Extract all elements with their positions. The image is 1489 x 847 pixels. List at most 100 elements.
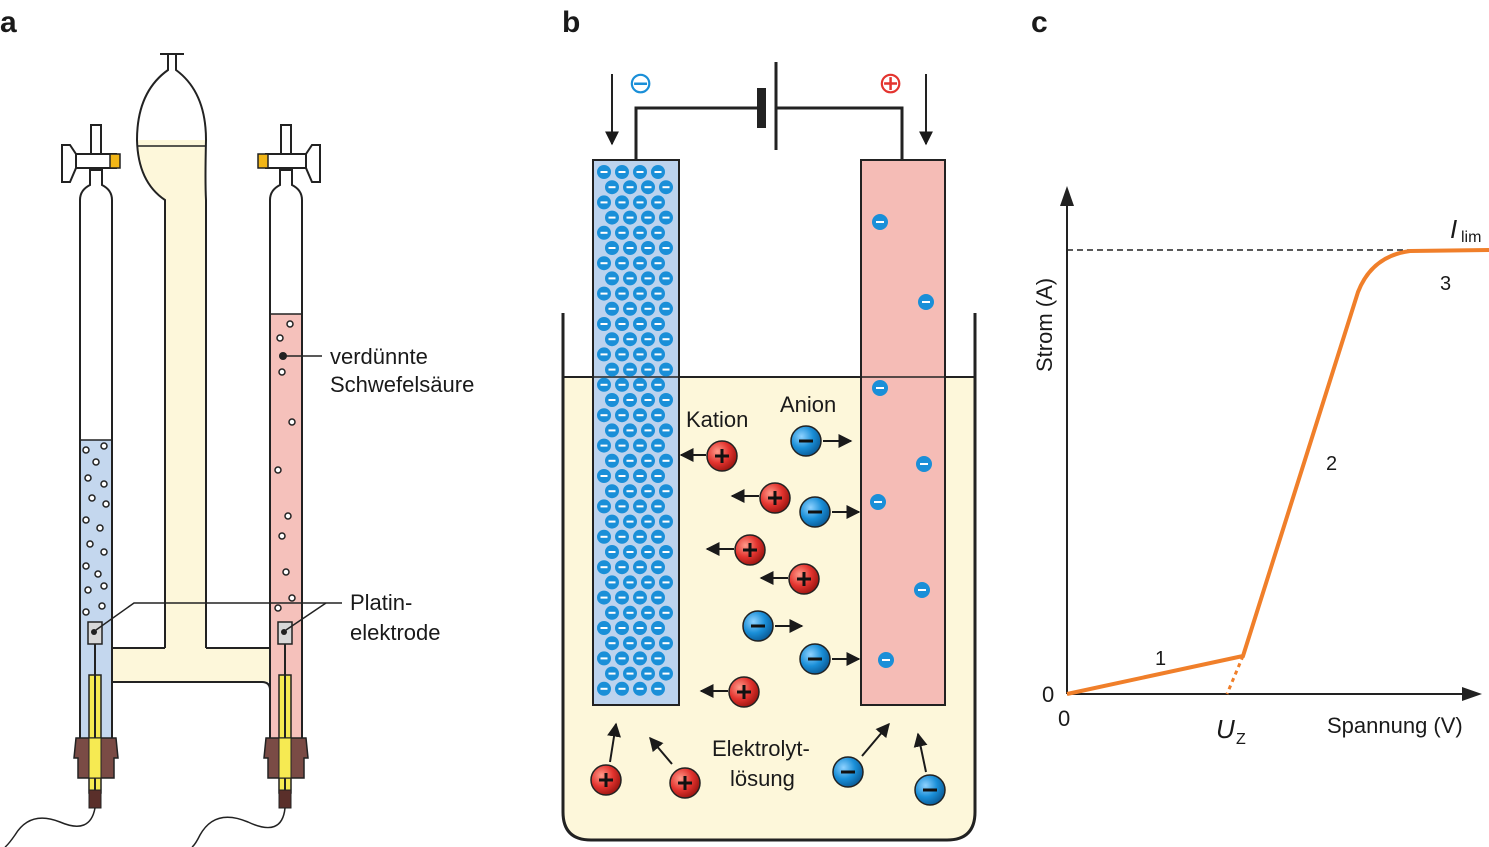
electron-icon (641, 393, 655, 407)
electron-icon (623, 241, 637, 255)
electron-icon (615, 317, 629, 331)
electron-icon (623, 423, 637, 438)
electron-icon (597, 225, 611, 240)
electron-icon (605, 514, 619, 529)
electrolyte-label-line1: Elektrolyt- (712, 736, 810, 761)
electron-icon (918, 294, 934, 310)
panel-a-label: a (0, 6, 17, 39)
electron-icon (641, 301, 655, 316)
plus-circle-icon (706, 440, 738, 472)
electron-icon (633, 408, 647, 423)
anode-plus-sign: ⊕ (878, 66, 903, 101)
electron-icon (615, 256, 629, 271)
electron-icon (633, 195, 647, 210)
electron-icon (659, 636, 673, 651)
electron-icon (623, 301, 637, 316)
electron-icon (597, 408, 611, 423)
electron-icon (641, 453, 655, 468)
electron-icon (605, 484, 619, 499)
electron-icon (651, 651, 665, 666)
electron-icon (641, 423, 655, 438)
electron-icon (615, 560, 629, 575)
electron-icon (615, 195, 629, 210)
minus-circle-icon (914, 774, 946, 806)
electron-icon (605, 241, 619, 255)
electron-icon (623, 271, 637, 286)
ion-layer (590, 425, 946, 806)
electron-icon (641, 666, 655, 681)
electron-icon (615, 347, 629, 362)
electron-icon (623, 362, 637, 377)
callout-acid-line2: Schwefelsäure (330, 372, 474, 397)
electron-icon (641, 241, 655, 255)
electron-icon (615, 469, 629, 483)
electron-icon (605, 301, 619, 316)
minus-circle-icon (832, 756, 864, 788)
electron-icon (597, 286, 611, 301)
electron-icon (597, 681, 611, 696)
electron-icon (597, 499, 611, 514)
y-axis-label: Strom (A) (1032, 278, 1057, 372)
electron-icon (615, 377, 629, 392)
electron-icon (633, 377, 647, 392)
electron-icon (597, 560, 611, 575)
gas-bubbles-right (274, 320, 296, 612)
electron-icon (623, 484, 637, 499)
electron-icon (597, 469, 611, 483)
electron-icon (605, 423, 619, 438)
electron-icon (641, 545, 655, 559)
electron-icon (641, 362, 655, 377)
electron-icon (914, 582, 930, 598)
electron-icon (641, 605, 655, 620)
electron-icon (633, 317, 647, 331)
electron-icon (597, 317, 611, 331)
ion-arrow (861, 722, 890, 757)
electron-icon (605, 393, 619, 407)
electron-icon (615, 499, 629, 514)
electron-icon (651, 499, 665, 514)
electron-icon (651, 347, 665, 362)
panel-a-hofmann-apparatus: a (0, 6, 474, 847)
electron-icon (615, 408, 629, 423)
electron-icon (597, 438, 611, 453)
panel-b-electrolysis-cell: b ⊖ ⊕ Kation Anion Elektrolyt- lösung (561, 6, 977, 842)
electron-icon (872, 380, 888, 396)
electron-icon (597, 165, 611, 179)
electron-icon (597, 377, 611, 392)
electron-icon (623, 545, 637, 559)
panel-c-current-voltage-plot: c Strom (A) Spannung (V) 0 0 I lim U Z 1… (1031, 6, 1489, 748)
electron-icon (615, 621, 629, 635)
limit-label-sub: lim (1461, 229, 1481, 246)
electron-icon (615, 590, 629, 605)
ion-arrow (913, 732, 928, 773)
stopcock-icon (257, 124, 321, 183)
electron-icon (659, 210, 673, 225)
callout-electrode-line2: elektrode (350, 620, 441, 645)
callout-acid-line1: verdünnte (330, 344, 428, 369)
electrolyte-label-line2: lösung (730, 766, 795, 791)
electron-icon (615, 165, 629, 179)
plus-circle-icon (669, 767, 701, 799)
electron-icon (633, 256, 647, 271)
electron-icon (615, 286, 629, 301)
electron-icon (651, 590, 665, 605)
electron-icon (659, 575, 673, 590)
electron-icon (623, 636, 637, 651)
electron-icon (605, 180, 619, 195)
electron-icon (597, 651, 611, 666)
region-3-label: 3 (1440, 273, 1451, 295)
electron-icon (651, 408, 665, 423)
electron-icon (633, 286, 647, 301)
electron-icon (659, 271, 673, 286)
iv-extrapolation (1225, 655, 1245, 695)
limit-label: I (1450, 214, 1457, 244)
electron-icon (641, 575, 655, 590)
electron-icon (633, 165, 647, 179)
electron-icon (659, 453, 673, 468)
electron-icon (633, 225, 647, 240)
reservoir-outline (135, 54, 208, 648)
electron-icon (623, 210, 637, 225)
electron-icon (651, 377, 665, 392)
cathode-minus-sign: ⊖ (628, 66, 653, 101)
electron-icon (605, 666, 619, 681)
